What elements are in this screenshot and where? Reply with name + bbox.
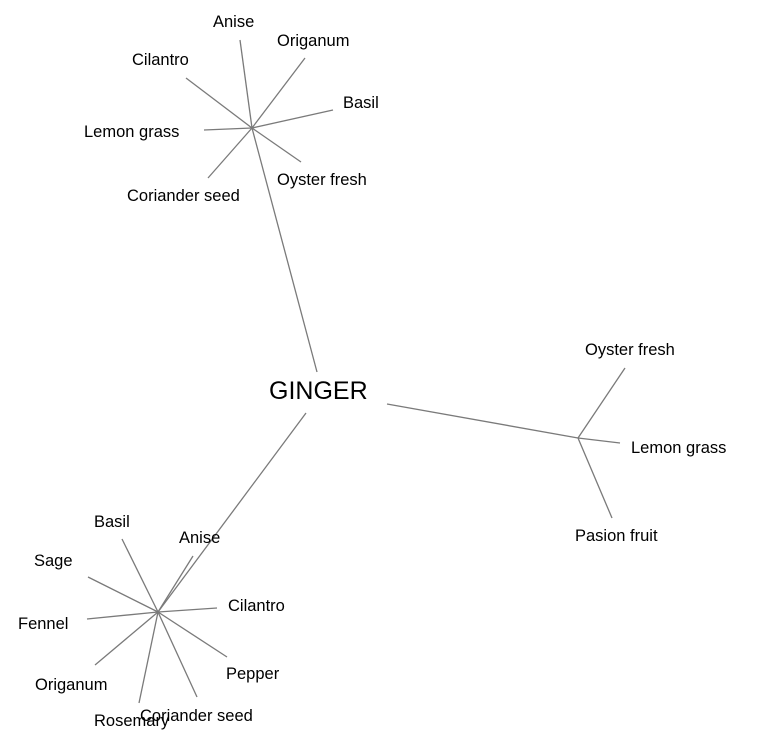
edge-top-coriander-seed xyxy=(207,127,253,179)
bottom-node-anise: Anise xyxy=(179,529,220,547)
edge-bottom-pepper xyxy=(157,611,228,658)
right-node-oyster-fresh: Oyster fresh xyxy=(585,341,675,359)
edge-top-basil xyxy=(251,109,334,129)
bottom-node-origanum: Origanum xyxy=(35,676,107,694)
root-node-label: GINGER xyxy=(269,377,368,405)
top-node-basil: Basil xyxy=(343,94,379,112)
edge-bottom-sage xyxy=(87,576,159,613)
right-node-lemon-grass: Lemon grass xyxy=(631,439,726,457)
edge-root-to-top-cluster xyxy=(251,127,318,373)
edge-top-anise xyxy=(239,39,253,129)
bottom-node-pepper: Pepper xyxy=(226,665,280,683)
bottom-node-coriander-seed: Coriander seed xyxy=(140,707,253,725)
edge-right-oyster-fresh xyxy=(577,367,626,439)
bottom-node-cilantro: Cilantro xyxy=(228,597,285,615)
top-node-cilantro: Cilantro xyxy=(132,51,189,69)
bottom-node-rosemary: Rosemary xyxy=(94,712,170,730)
edge-bottom-anise xyxy=(157,555,194,613)
top-node-lemon-grass: Lemon grass xyxy=(84,123,179,141)
top-node-oyster-fresh: Oyster fresh xyxy=(277,171,367,189)
right-cluster-edges xyxy=(577,367,626,519)
edge-root-to-right-cluster xyxy=(386,403,579,439)
bottom-cluster-edges xyxy=(86,538,228,704)
top-node-coriander-seed: Coriander seed xyxy=(127,187,240,205)
edge-right-pasion-fruit xyxy=(577,437,613,519)
bottom-node-basil: Basil xyxy=(94,513,130,531)
top-node-anise: Anise xyxy=(213,13,254,31)
top-node-origanum: Origanum xyxy=(277,32,349,50)
edge-top-cilantro xyxy=(185,77,253,129)
edge-top-lemon-grass xyxy=(203,127,253,131)
edge-bottom-origanum xyxy=(94,611,159,666)
edge-bottom-basil xyxy=(121,538,159,613)
edge-top-origanum xyxy=(251,57,306,129)
edge-bottom-fennel xyxy=(86,611,159,620)
edge-bottom-coriander-seed xyxy=(157,611,198,698)
edge-bottom-rosemary xyxy=(138,611,159,704)
edge-root-to-bottom-cluster xyxy=(157,412,307,613)
top-cluster-edges xyxy=(185,39,334,179)
edge-top-oyster-fresh xyxy=(251,127,302,163)
edge-bottom-cilantro xyxy=(157,607,218,613)
bottom-node-sage: Sage xyxy=(34,552,73,570)
edge-right-lemon-grass xyxy=(577,437,621,444)
bottom-node-fennel: Fennel xyxy=(18,615,68,633)
right-node-pasion-fruit: Pasion fruit xyxy=(575,527,658,545)
